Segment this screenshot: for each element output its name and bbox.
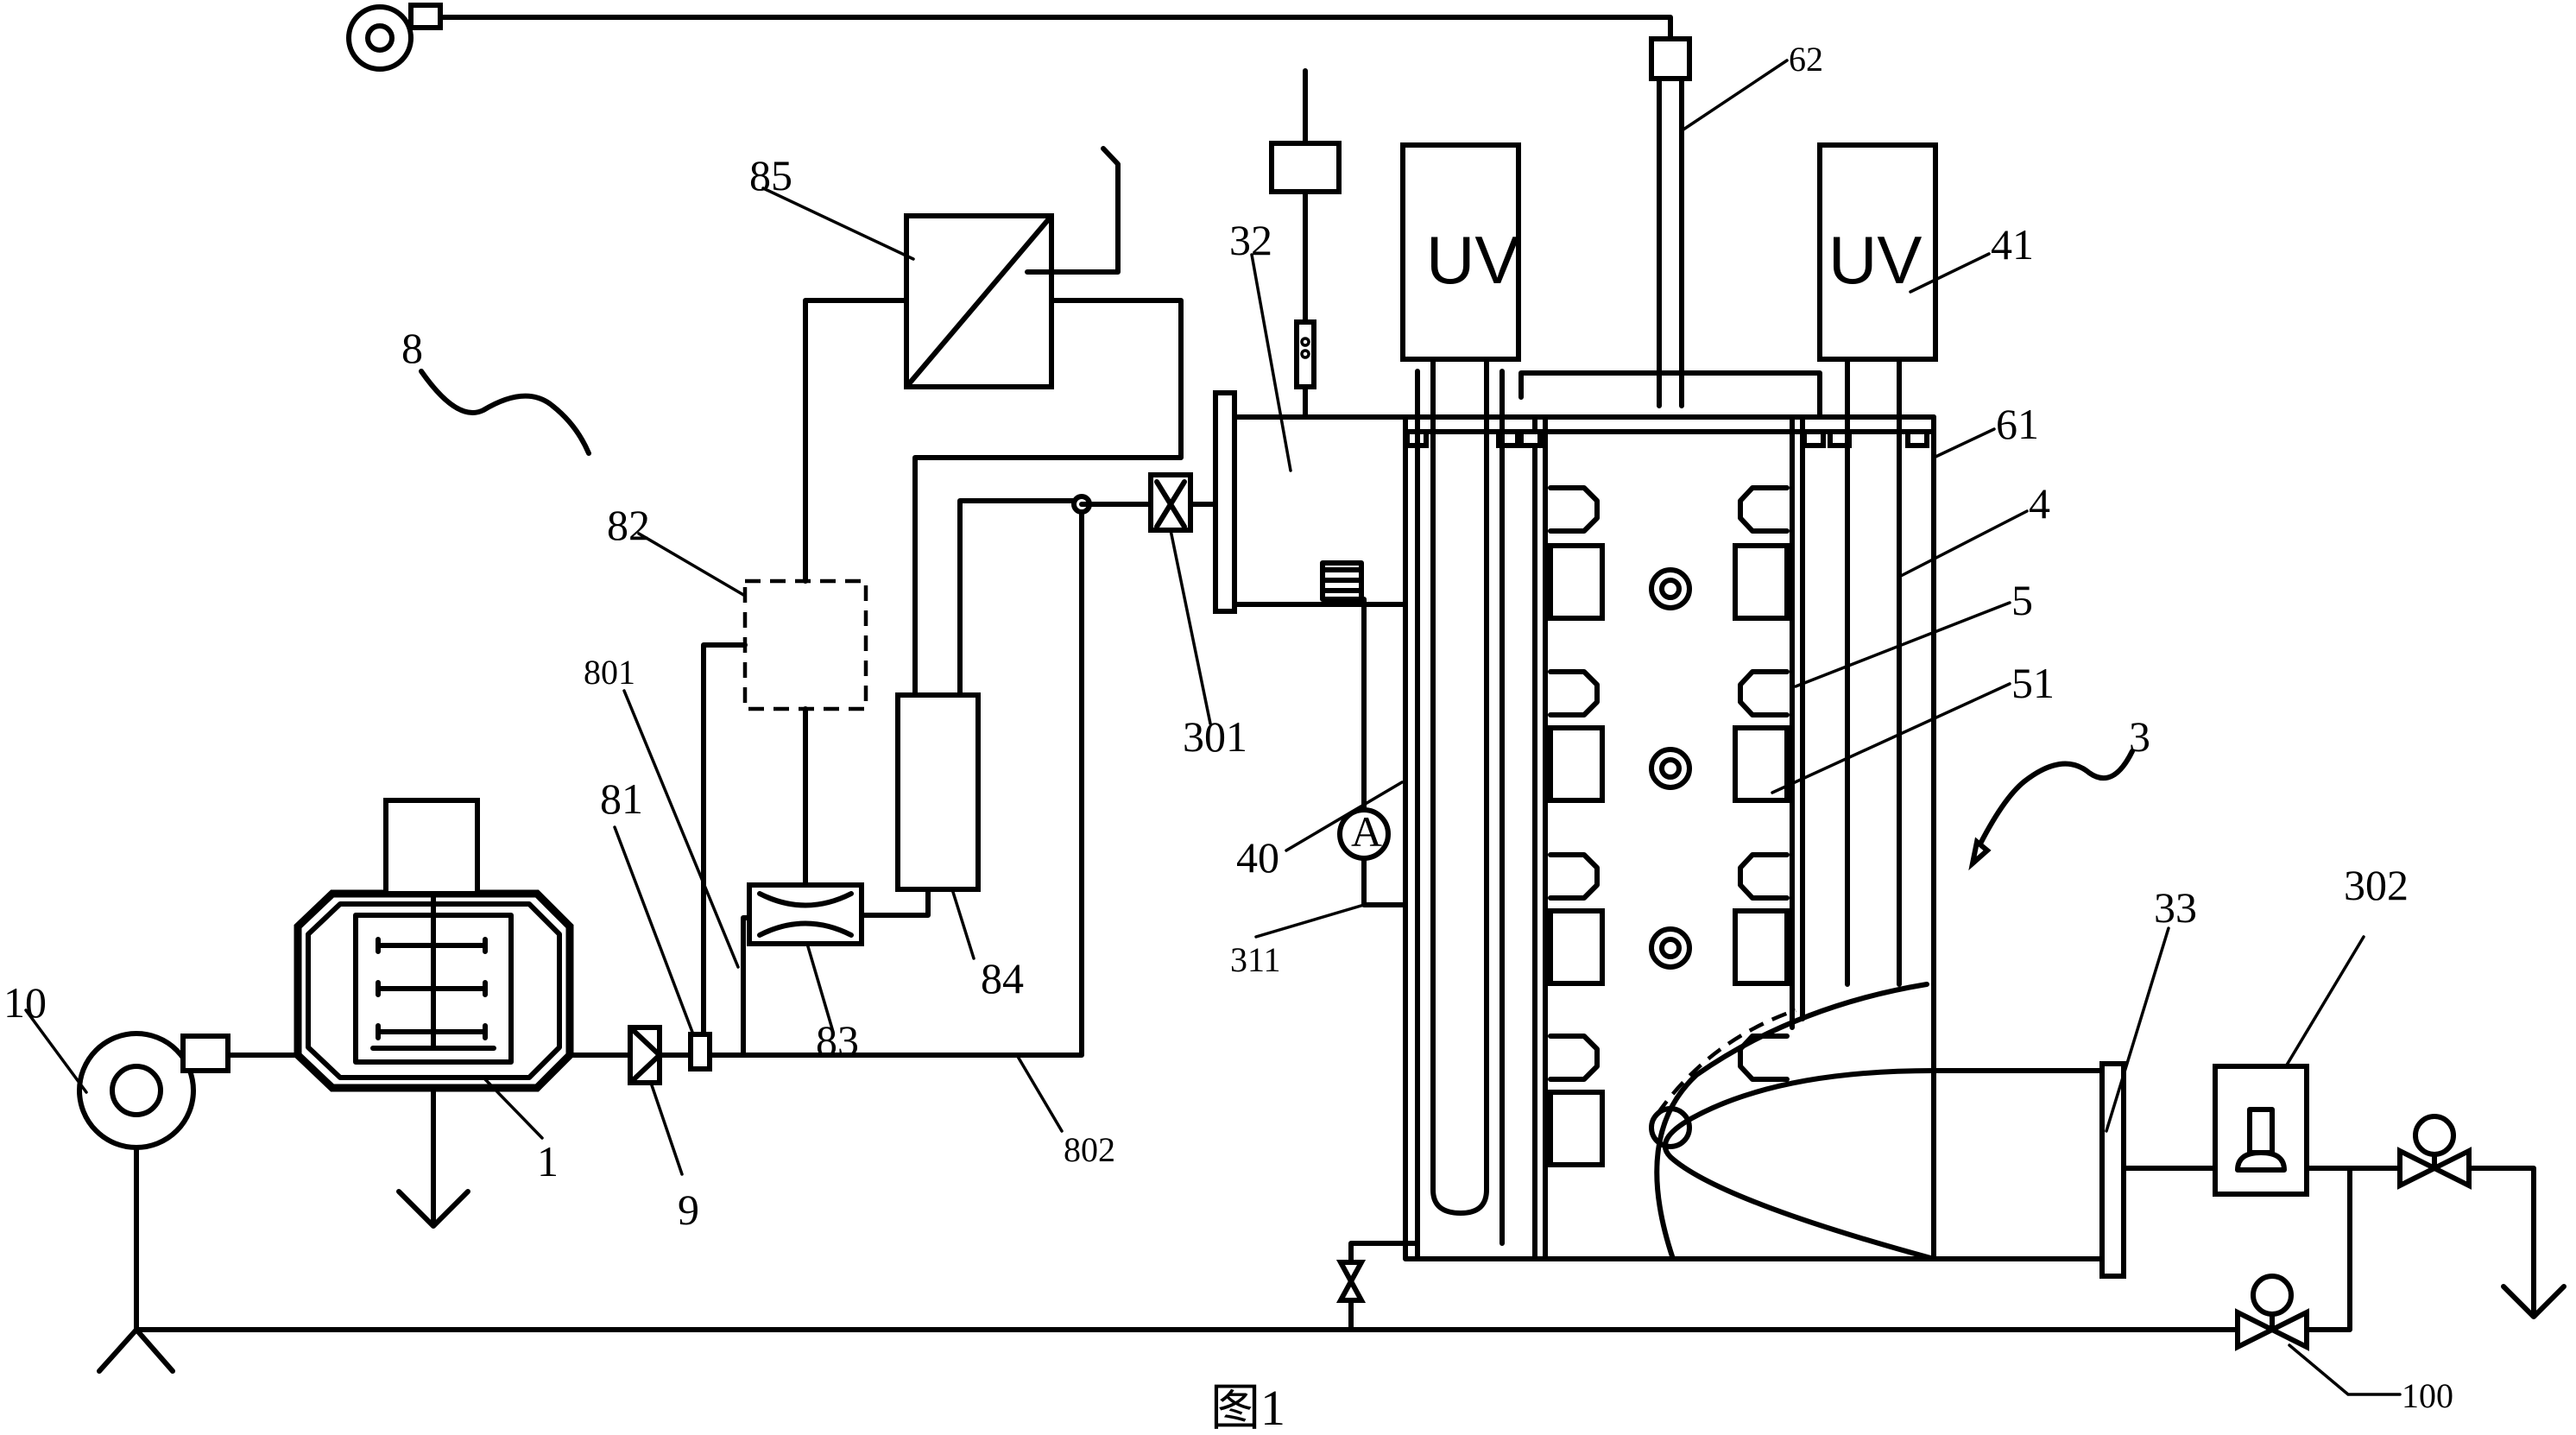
label-9: 9 xyxy=(678,1185,699,1234)
label-51: 51 xyxy=(2011,659,2055,707)
ammeter-40 xyxy=(1337,807,1391,861)
unit-85-outlet-pipe xyxy=(1025,146,1121,275)
inner-chamber-wall xyxy=(1532,414,1805,1261)
recycle-down-pipe xyxy=(2302,1166,2352,1332)
uv-lamp-right: UV xyxy=(1817,142,1938,987)
electrode-column-left xyxy=(1548,485,1605,1167)
drain-valve xyxy=(1335,1260,1367,1303)
valve-301 xyxy=(1148,472,1193,533)
label-1: 1 xyxy=(537,1137,559,1185)
leader-lines xyxy=(24,59,2402,1396)
rod-62 xyxy=(1649,36,1692,408)
label-801: 801 xyxy=(584,653,635,692)
label-62: 62 xyxy=(1789,40,1823,79)
venturi-to-84-pipe xyxy=(859,887,955,918)
top-air-pipe xyxy=(438,15,1673,41)
check-valve-9 xyxy=(628,1025,662,1085)
figure-caption: 图1 xyxy=(1210,1380,1285,1435)
label-32: 32 xyxy=(1229,216,1272,264)
label-85: 85 xyxy=(749,151,792,199)
membrane-unit-85 xyxy=(904,213,1054,389)
label-8: 8 xyxy=(401,324,423,372)
venturi-83 xyxy=(747,882,864,946)
inner-top-cover xyxy=(1518,370,1822,420)
blower-ground-stand xyxy=(97,1145,175,1374)
vent-filter xyxy=(1269,141,1342,194)
flow-meter xyxy=(1294,319,1316,389)
label-82: 82 xyxy=(607,501,650,549)
outlet-cone xyxy=(1654,982,2105,1261)
blower-10 xyxy=(77,1031,230,1150)
dashed-unit-82 xyxy=(742,578,868,711)
label-40: 40 xyxy=(1236,833,1279,882)
venturi-side-pipe xyxy=(741,915,752,970)
column-84 xyxy=(895,692,981,892)
label-802: 802 xyxy=(1064,1130,1115,1169)
label-83: 83 xyxy=(816,1016,859,1065)
svg-text:UV: UV xyxy=(1828,222,1922,298)
control-valve-100 xyxy=(2235,1274,2309,1351)
label-84: 84 xyxy=(981,954,1024,1002)
label-81: 81 xyxy=(600,774,643,823)
device-302 xyxy=(2213,1064,2309,1197)
svg-text:UV: UV xyxy=(1426,222,1519,298)
outlet-flange-33 xyxy=(2099,1061,2126,1279)
agitated-tank-1 xyxy=(294,798,574,1229)
label-311: 311 xyxy=(1230,940,1281,979)
leader-squiggle-8 xyxy=(419,369,591,456)
squiggle-3-arrowhead xyxy=(1968,837,1992,871)
label-41: 41 xyxy=(1991,220,2034,269)
column-84-top-pipe xyxy=(912,298,1184,698)
uv-lamp-left: UV xyxy=(1400,142,1521,1246)
element-311 xyxy=(1320,560,1364,602)
column-84-gas-pipe xyxy=(957,498,1084,698)
label-33: 33 xyxy=(2154,883,2197,932)
label-10: 10 xyxy=(3,978,47,1027)
inlet-duct xyxy=(1232,414,1408,607)
leader-squiggle-3 xyxy=(1974,749,2135,853)
sensor-81 xyxy=(688,1032,712,1072)
control-valve-upper xyxy=(2397,1114,2472,1190)
label-3: 3 xyxy=(2129,712,2150,761)
branch-pipe-802 xyxy=(707,507,1084,1058)
label-61: 61 xyxy=(1996,400,2039,448)
unit-82-upper-pipe xyxy=(803,298,909,584)
top-blower xyxy=(346,3,443,72)
label-301: 301 xyxy=(1183,712,1247,761)
unit-82-feed-pipe xyxy=(701,642,748,1037)
label-5: 5 xyxy=(2011,576,2033,624)
discharge-pipe xyxy=(2466,1166,2567,1319)
label-100: 100 xyxy=(2402,1376,2453,1415)
inlet-flange-32 xyxy=(1213,390,1237,614)
electrode-column-right xyxy=(1733,485,1790,1082)
label-4: 4 xyxy=(2029,479,2050,528)
center-nozzles xyxy=(1649,567,1692,1149)
label-302: 302 xyxy=(2344,861,2409,909)
ammeter-text: A xyxy=(1351,807,1382,856)
component-labels: 10 1 9 81 801 802 82 83 84 85 8 32 301 4… xyxy=(3,40,2453,1435)
